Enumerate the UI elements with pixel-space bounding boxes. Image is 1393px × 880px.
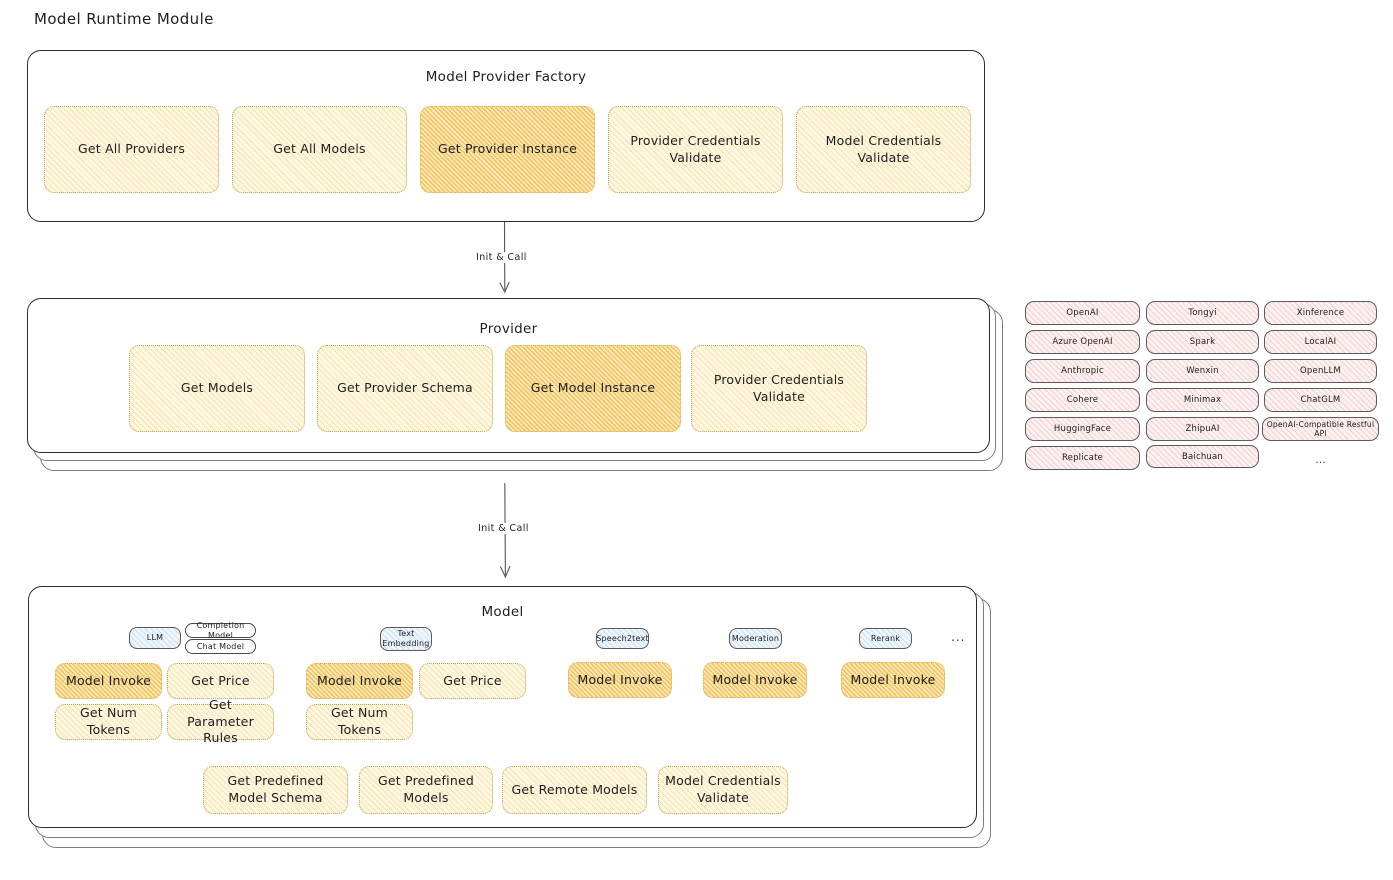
provider-chip-wenxin[interactable]: Wenxin <box>1146 359 1259 383</box>
factory-node-provider-credentials-validate[interactable]: Provider Credentials Validate <box>608 106 783 193</box>
factory-node-get-all-models[interactable]: Get All Models <box>232 106 407 193</box>
model-common-node-get-predefined-models[interactable]: Get Predefined Models <box>359 766 493 814</box>
model-types-more-indicator: ... <box>951 630 966 644</box>
provider-chip-chatglm[interactable]: ChatGLM <box>1264 388 1377 412</box>
text-embedding-node-get-price[interactable]: Get Price <box>419 663 526 699</box>
llm-node-get-num-tokens[interactable]: Get Num Tokens <box>55 704 162 740</box>
provider-chip-openai[interactable]: OpenAI <box>1025 301 1140 325</box>
provider-chip-baichuan[interactable]: Baichuan <box>1146 445 1259 468</box>
rerank-node-model-invoke[interactable]: Model Invoke <box>841 662 945 698</box>
provider-chip-openai-compatible-restful-api[interactable]: OpenAI-Compatible Restful API <box>1262 417 1379 441</box>
provider-chip-spark[interactable]: Spark <box>1146 330 1259 354</box>
model-subbadge-completion-model[interactable]: Completion Model <box>185 621 256 640</box>
factory-node-get-all-providers[interactable]: Get All Providers <box>44 106 219 193</box>
text-embedding-node-model-invoke[interactable]: Model Invoke <box>306 663 413 699</box>
provider-chip-zhipuai[interactable]: ZhipuAI <box>1146 417 1259 441</box>
factory-node-get-provider-instance[interactable]: Get Provider Instance <box>420 106 595 193</box>
provider-chip-replicate[interactable]: Replicate <box>1025 446 1140 470</box>
provider-chip-xinference[interactable]: Xinference <box>1264 301 1377 325</box>
arrow-label-init-call-2: Init & Call <box>474 523 533 534</box>
provider-chip-minimax[interactable]: Minimax <box>1146 388 1259 412</box>
model-type-badge-moderation[interactable]: Moderation <box>729 628 782 649</box>
moderation-node-model-invoke[interactable]: Model Invoke <box>703 662 807 698</box>
llm-node-get-price[interactable]: Get Price <box>167 663 274 699</box>
provider-chip-openllm[interactable]: OpenLLM <box>1264 359 1377 383</box>
provider-chip-azure-openai[interactable]: Azure OpenAI <box>1025 330 1140 354</box>
model-common-node-get-remote-models[interactable]: Get Remote Models <box>502 766 647 814</box>
provider-node-get-provider-schema[interactable]: Get Provider Schema <box>317 345 493 432</box>
model-type-badge-text-embedding[interactable]: Text Embedding <box>380 627 432 651</box>
factory-node-model-credentials-validate[interactable]: Model Credentials Validate <box>796 106 971 193</box>
model-common-node-get-predefined-model-schema[interactable]: Get Predefined Model Schema <box>203 766 348 814</box>
provider-chip-anthropic[interactable]: Anthropic <box>1025 359 1140 383</box>
model-title: Model <box>481 604 524 620</box>
provider-title: Provider <box>479 321 538 337</box>
provider-chip-tongyi[interactable]: Tongyi <box>1146 301 1259 325</box>
model-type-badge-llm[interactable]: LLM <box>129 627 181 649</box>
model-type-badge-speech2text[interactable]: Speech2text <box>596 628 649 649</box>
model-type-badge-rerank[interactable]: Rerank <box>859 628 912 649</box>
text-embedding-node-get-num-tokens[interactable]: Get Num Tokens <box>306 704 413 740</box>
provider-node-provider-credentials-validate[interactable]: Provider Credentials Validate <box>691 345 867 432</box>
llm-node-model-invoke[interactable]: Model Invoke <box>55 663 162 699</box>
speech2text-node-model-invoke[interactable]: Model Invoke <box>568 662 672 698</box>
page-title: Model Runtime Module <box>34 10 214 28</box>
provider-chip-cohere[interactable]: Cohere <box>1025 388 1140 412</box>
provider-node-get-model-instance[interactable]: Get Model Instance <box>505 345 681 432</box>
model-provider-factory-title: Model Provider Factory <box>425 69 587 85</box>
provider-list-more-indicator: ... <box>1315 452 1326 466</box>
provider-node-get-models[interactable]: Get Models <box>129 345 305 432</box>
arrow-label-init-call-1: Init & Call <box>472 252 531 263</box>
llm-node-get-parameter-rules[interactable]: Get Parameter Rules <box>167 697 274 745</box>
model-common-node-model-credentials-validate[interactable]: Model Credentials Validate <box>658 766 788 814</box>
provider-chip-huggingface[interactable]: HuggingFace <box>1025 417 1140 441</box>
provider-chip-localai[interactable]: LocalAI <box>1264 330 1377 354</box>
model-subbadge-chat-model[interactable]: Chat Model <box>185 639 256 654</box>
